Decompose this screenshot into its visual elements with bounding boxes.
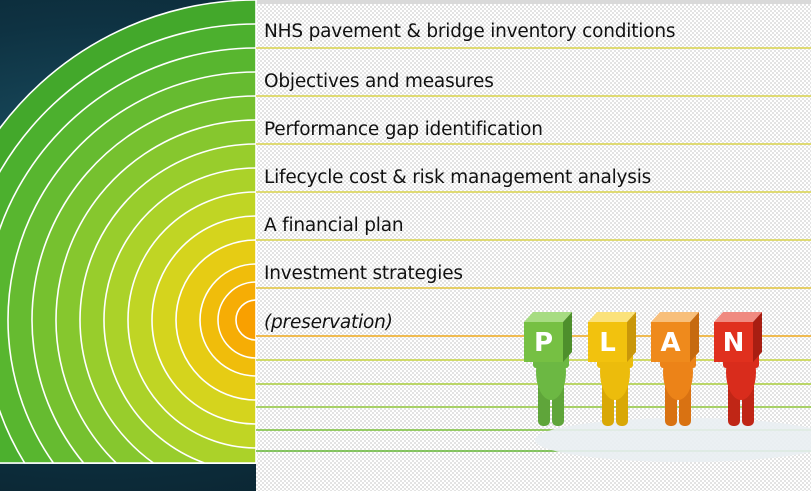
plan-cube-a-side bbox=[690, 312, 699, 362]
plan-cube-a-front bbox=[651, 322, 690, 362]
plan-cube-l-side bbox=[627, 312, 636, 362]
plan-floor-shadow bbox=[535, 418, 811, 462]
plan-letter-n: N bbox=[723, 328, 745, 358]
plan-letter-p: P bbox=[534, 328, 553, 358]
item-investment-strategies: Investment strategies bbox=[264, 263, 463, 284]
plan-cube-a-top bbox=[651, 312, 699, 322]
content-panel bbox=[256, 0, 811, 491]
plan-cube-p-front bbox=[524, 322, 563, 362]
plan-cube-p-side bbox=[563, 312, 572, 362]
plan-cube-n-side bbox=[753, 312, 762, 362]
plan-cube-l-top bbox=[588, 312, 636, 322]
plan-cube-n-top bbox=[714, 312, 762, 322]
plan-cube-p-top bbox=[524, 312, 572, 322]
plan-cube-n-front bbox=[714, 322, 753, 362]
plan-illustration: P L bbox=[524, 312, 811, 462]
plan-figure-p: P bbox=[524, 312, 572, 426]
plan-letter-l: L bbox=[599, 328, 616, 358]
item-performance-gap: Performance gap identification bbox=[264, 119, 543, 140]
plan-letter-a: A bbox=[660, 328, 680, 358]
top-strip bbox=[256, 0, 811, 4]
plan-cube-l-front bbox=[588, 322, 627, 362]
item-lifecycle-cost: Lifecycle cost & risk management analysi… bbox=[264, 167, 652, 188]
item-financial-plan: A financial plan bbox=[264, 215, 404, 236]
item-inventory-conditions: NHS pavement & bridge inventory conditio… bbox=[264, 21, 676, 42]
item-objectives-measures: Objectives and measures bbox=[264, 71, 494, 92]
arc-band bbox=[235, 299, 257, 341]
concentric-arcs bbox=[0, 0, 257, 464]
item-preservation: (preservation) bbox=[264, 312, 393, 333]
plan-figure-a: A bbox=[651, 312, 699, 426]
plan-figure-n: N bbox=[714, 312, 762, 426]
plan-figure-l: L bbox=[588, 312, 636, 426]
